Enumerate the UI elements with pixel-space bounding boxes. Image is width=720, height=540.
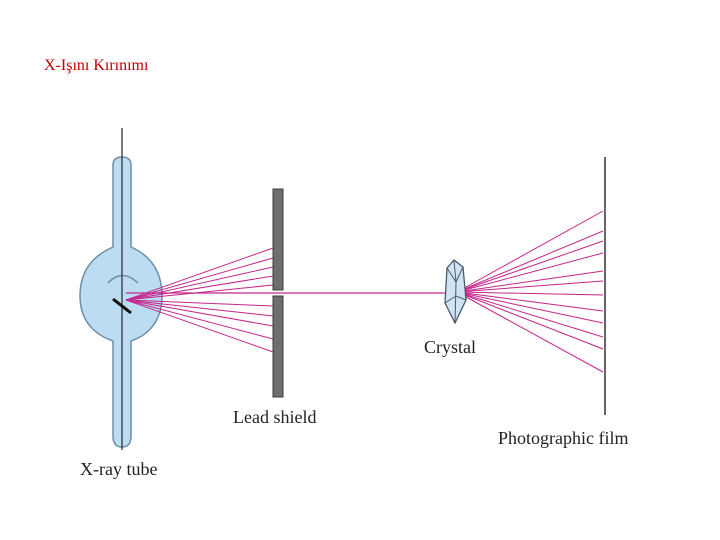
crystal-label: Crystal bbox=[424, 337, 476, 357]
slide-title: X-Işını Kırınımı bbox=[44, 57, 149, 74]
crystal-facet-edge bbox=[446, 266, 464, 284]
photographic-film-label: Photographic film bbox=[498, 428, 628, 448]
xray-tube-target bbox=[112, 297, 132, 315]
lead-shield-label: Lead shield bbox=[233, 407, 316, 427]
lead-shield bbox=[272, 188, 284, 398]
xray-tube-body bbox=[79, 156, 163, 448]
lead-shield-lower bbox=[272, 295, 284, 398]
diffracted-rays bbox=[456, 210, 604, 373]
crystal bbox=[444, 259, 467, 325]
xray-tube bbox=[79, 128, 163, 450]
crystal-facet-edge bbox=[444, 295, 467, 304]
tube-rays bbox=[125, 247, 274, 353]
xray-tube-label: X-ray tube bbox=[80, 459, 157, 479]
lead-shield-upper bbox=[272, 188, 284, 291]
